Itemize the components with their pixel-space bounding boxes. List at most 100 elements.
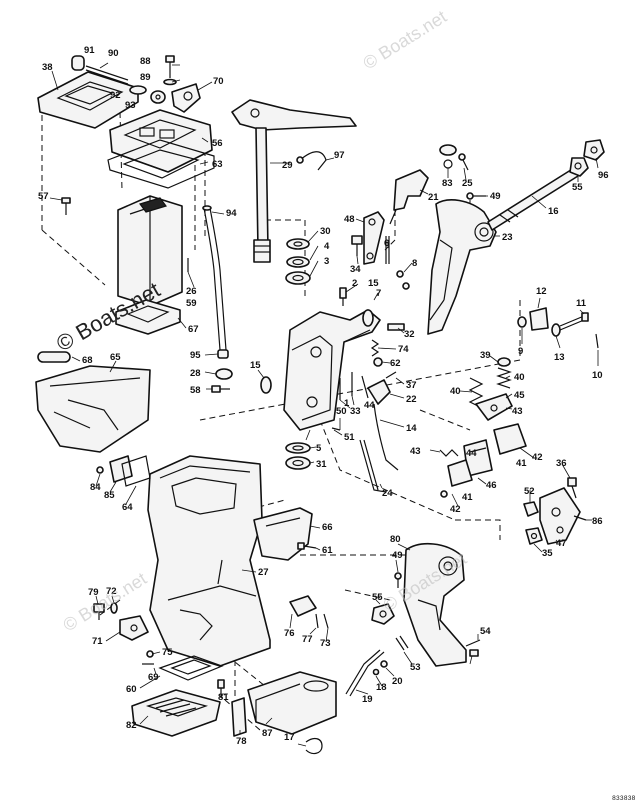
callout-39: 39 <box>480 350 491 361</box>
pin-32 <box>387 323 405 331</box>
clip-87 <box>305 737 323 755</box>
link-46 <box>440 459 473 498</box>
callout-42-left: 42 <box>450 504 461 515</box>
lower-cover-65 <box>35 365 151 453</box>
callout-10: 10 <box>592 370 603 381</box>
screw-36 <box>567 477 577 499</box>
screw-49-right <box>573 515 587 521</box>
plunger-7-8 <box>396 270 410 290</box>
screw-49-top <box>466 192 486 200</box>
wire-97 <box>296 151 327 171</box>
water-tube-94 <box>202 205 227 351</box>
nut-52 <box>523 501 539 517</box>
lever-45 <box>475 393 513 421</box>
link-24 <box>359 439 387 493</box>
spring-43 <box>439 449 459 457</box>
gasket-69 <box>158 655 224 681</box>
callout-82: 81 <box>218 692 229 703</box>
tilt-lever-21 <box>389 169 429 225</box>
pin-10 <box>595 333 599 349</box>
callout-30: 30 <box>320 226 331 237</box>
callout-46: 46 <box>486 480 497 491</box>
nut-96 <box>583 139 605 161</box>
tilt-rod-14 <box>373 403 399 471</box>
callout-6: 6 <box>384 238 389 249</box>
callout-41-left: 41 <box>462 492 473 503</box>
callout-63: 63 <box>212 159 223 170</box>
watermark-top: © Boats.net <box>360 6 451 73</box>
pin-18-19 <box>372 660 388 676</box>
plug-68 <box>37 351 71 363</box>
callout-3: 3 <box>324 256 329 267</box>
bushings-5-31 <box>285 442 311 470</box>
callout-59: 59 <box>186 298 197 309</box>
callout-83: 83 <box>442 178 453 189</box>
callout-47: 47 <box>556 538 567 549</box>
grommet-95 <box>217 349 229 359</box>
bolt-88 <box>163 55 177 86</box>
callout-85: 64 <box>122 502 133 513</box>
callout-48: 48 <box>344 214 355 225</box>
callout-91: 91 <box>84 45 95 56</box>
callout-69: 60 <box>126 684 137 695</box>
callout-42-right: 42 <box>532 452 543 463</box>
callout-60: 82 <box>126 720 137 731</box>
callout-50: 50 <box>336 406 347 417</box>
callout-27: 80 <box>390 534 401 545</box>
block-71 <box>289 595 317 617</box>
steering-arm-29 <box>231 99 357 263</box>
callout-89: 89 <box>140 72 151 83</box>
stern-bracket-27 <box>403 542 467 667</box>
callout-41-right: 41 <box>516 458 527 469</box>
bolt-34 <box>351 235 363 256</box>
rod-17 <box>345 649 385 697</box>
callout-94: 94 <box>226 208 237 219</box>
adapter-plate-56 <box>109 109 213 173</box>
callout-43-right: 43 <box>512 406 523 417</box>
drive-shaft-housing-61 <box>147 455 271 667</box>
callout-33: 33 <box>350 406 361 417</box>
callout-80: 79 <box>88 587 99 598</box>
callout-18: 20 <box>392 676 403 687</box>
tilt-tube-16 <box>487 167 579 231</box>
callout-72: 71 <box>92 636 103 647</box>
callout-40-left: 40 <box>450 386 461 397</box>
callout-13: 13 <box>554 352 565 363</box>
callout-65: 65 <box>110 352 121 363</box>
bolt-11 <box>559 312 589 331</box>
washer-15-right <box>362 309 374 327</box>
callout-90: 90 <box>108 48 119 59</box>
screw-82 <box>217 679 225 698</box>
callout-35: 35 <box>542 548 553 559</box>
screw-86 <box>96 466 104 474</box>
callout-49-top: 49 <box>490 191 501 202</box>
callout-49-lower: 49 <box>392 550 403 561</box>
callout-52: 52 <box>524 486 535 497</box>
callout-93: 93 <box>125 100 136 111</box>
callout-66: 61 <box>322 545 333 556</box>
callout-56: 56 <box>212 138 223 149</box>
callout-28: 28 <box>190 368 201 379</box>
callout-74: 74 <box>398 344 409 355</box>
callout-38: 38 <box>42 62 53 73</box>
screw-80 <box>93 603 105 620</box>
screw-76-77 <box>315 613 329 629</box>
callout-2: 2 <box>352 278 357 289</box>
washer-13 <box>551 323 561 337</box>
callout-44: 44 <box>364 400 375 411</box>
callout-24: 24 <box>382 488 393 499</box>
nut-9 <box>517 316 527 328</box>
callout-76: 77 <box>302 634 313 645</box>
callout-96: 96 <box>598 170 609 181</box>
callout-15-right: 15 <box>368 278 379 289</box>
callout-25: 25 <box>462 178 473 189</box>
stern-bracket-23 <box>427 199 497 335</box>
callout-22: 22 <box>406 394 417 405</box>
plate-12 <box>529 307 549 331</box>
screw-53 <box>465 639 481 647</box>
callout-32: 32 <box>404 329 415 340</box>
callout-51: 51 <box>344 432 355 443</box>
callout-labels: 91 90 88 89 70 38 92 93 56 63 97 29 57 9… <box>38 45 609 747</box>
callout-92: 92 <box>110 90 121 101</box>
callout-71: 76 <box>284 628 295 639</box>
